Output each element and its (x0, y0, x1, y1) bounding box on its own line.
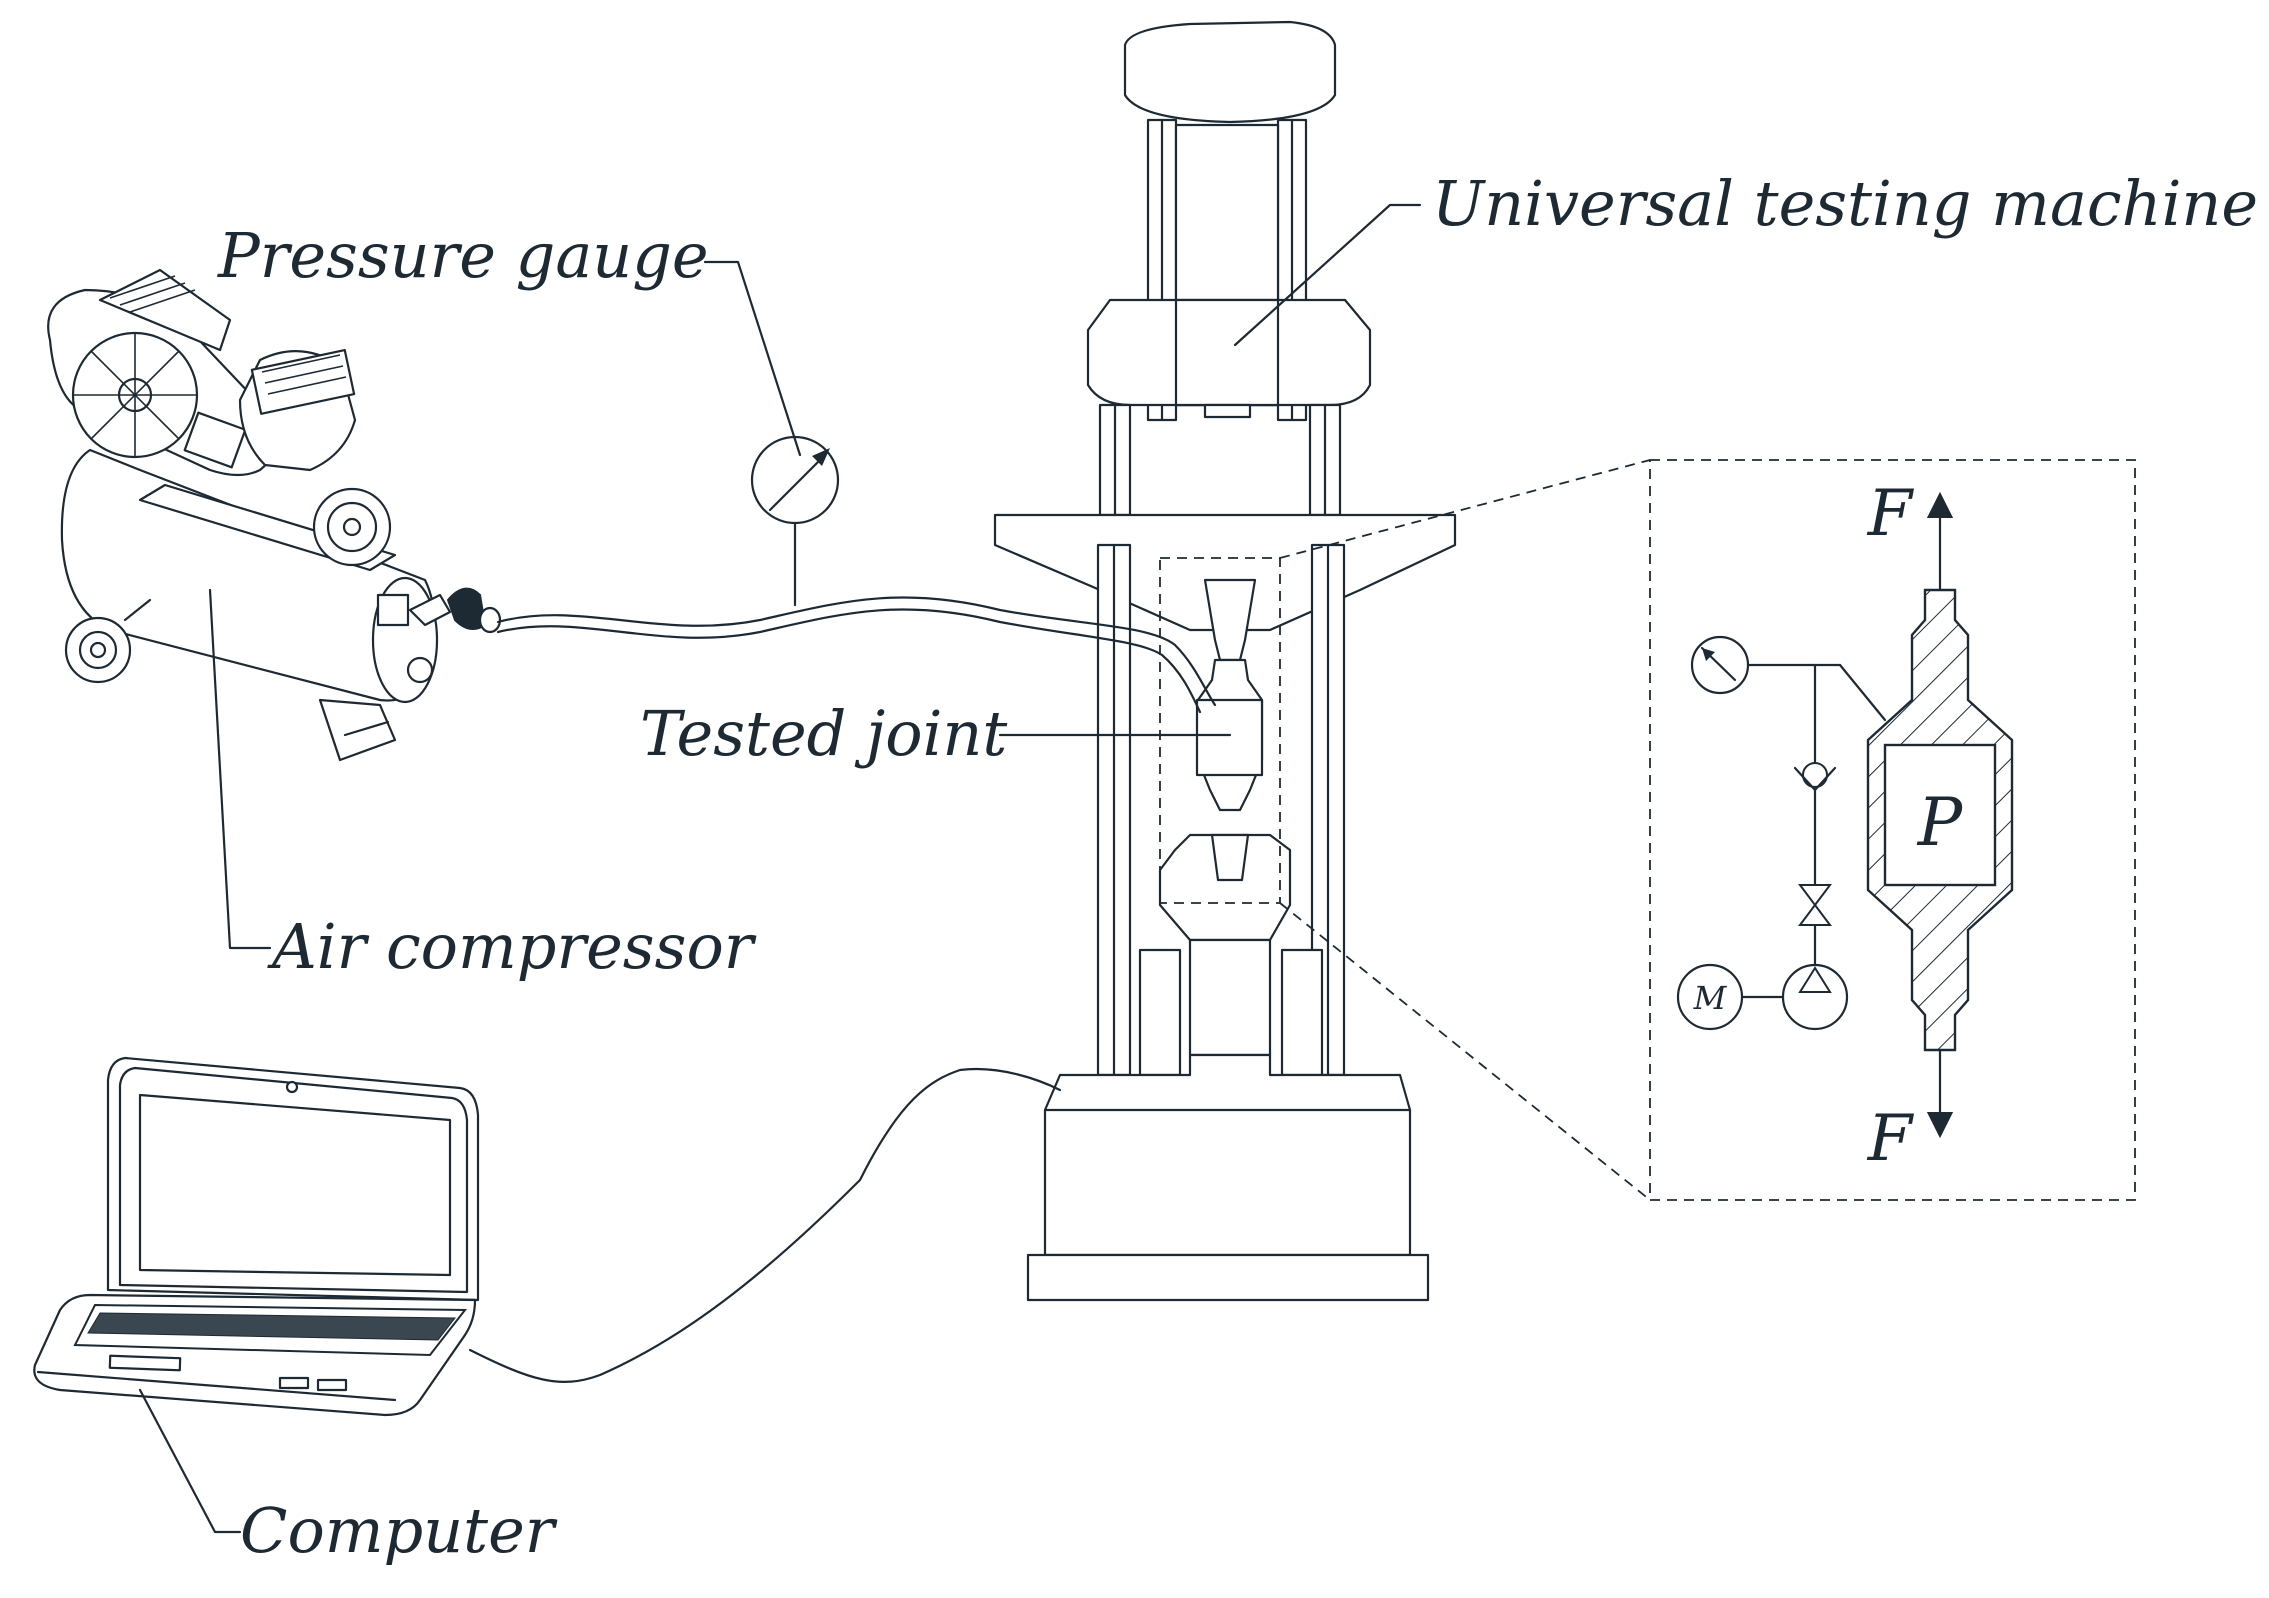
motor-icon: M (1676, 963, 1744, 1031)
machine-base-plate (1026, 1253, 1430, 1302)
label-universal-testing-machine: Universal testing machine (1432, 167, 2258, 240)
pump-icon (1781, 963, 1849, 1031)
laptop-screen (138, 1093, 452, 1277)
shutoff-valve-icon (1798, 884, 1832, 926)
force-label-top: F (1867, 477, 1915, 551)
label-pressure-gauge: Pressure gauge (217, 219, 709, 292)
machine-test-table (993, 513, 1457, 632)
compressor-wheel (64, 616, 132, 684)
laptop-icon (33, 1056, 480, 1417)
pressure-symbol: P (1917, 784, 1964, 861)
pressure-chamber (1883, 743, 1997, 887)
motor-symbol: M (1693, 979, 1728, 1017)
check-valve-icon (1793, 762, 1837, 792)
detail-frame (1649, 459, 2136, 1201)
upper-grip (1203, 578, 1257, 662)
machine-base-plinth (1043, 1053, 1412, 1257)
label-air-compressor: Air compressor (267, 910, 757, 983)
machine-lower-piston (1188, 938, 1272, 1057)
detail-focus-box (1159, 557, 1281, 904)
laptop-touchpad (108, 1354, 182, 1372)
universal-testing-machine (993, 20, 1457, 1302)
pressure-gauge-icon (750, 435, 840, 607)
machine-top-cap (1123, 20, 1337, 124)
air-hose (496, 596, 1217, 707)
label-computer: Computer (240, 1494, 558, 1567)
air-compressor-icon (47, 268, 502, 762)
data-cable (468, 1068, 1062, 1383)
force-label-bottom: F (1867, 1102, 1915, 1176)
detail-view: P F F M (1279, 459, 2136, 1201)
label-tested-joint: Tested joint (640, 697, 1007, 770)
